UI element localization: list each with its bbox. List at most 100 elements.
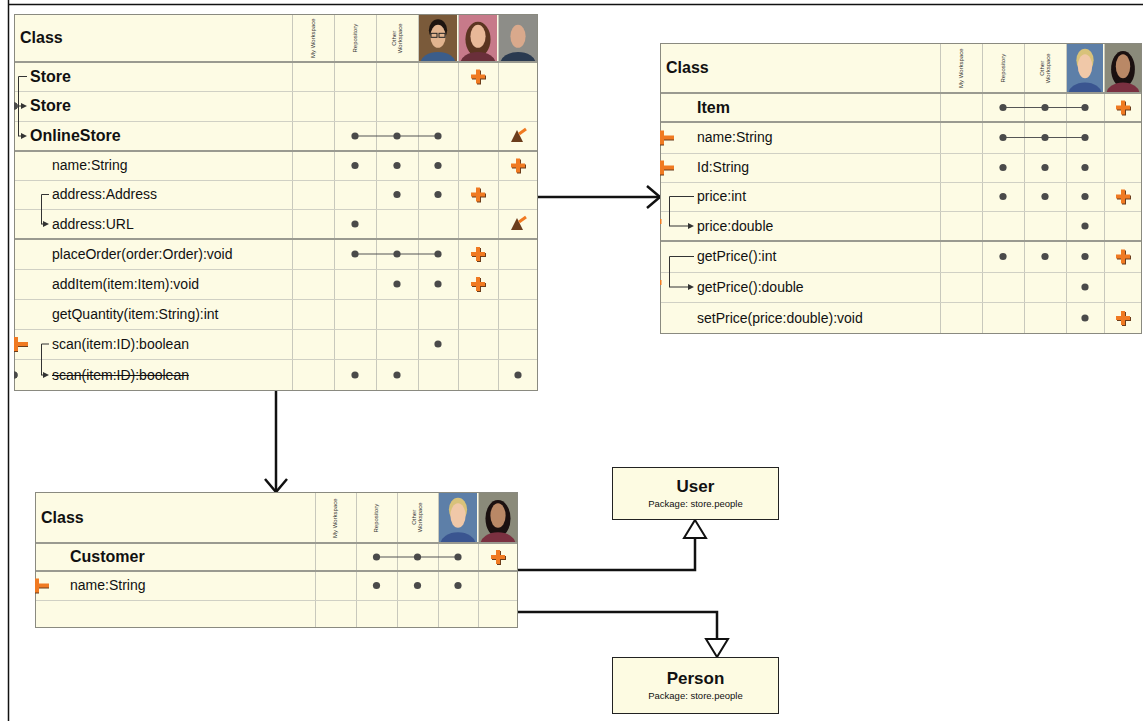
face <box>430 25 445 48</box>
column-line <box>356 492 357 628</box>
rename-bracket <box>669 226 690 227</box>
column-header: My Workspace <box>332 496 338 539</box>
row-line <box>35 542 518 544</box>
rename-bracket <box>670 197 695 227</box>
version-dot <box>1041 104 1048 111</box>
column-line <box>1066 43 1067 334</box>
member-name: setPrice(price:double):void <box>697 302 863 334</box>
row-line <box>14 91 538 92</box>
version-dot <box>1081 253 1088 260</box>
bracket-arrowhead <box>21 103 27 109</box>
member-name: name:String <box>52 151 127 180</box>
added-mark <box>471 252 485 256</box>
rename-bracket <box>669 287 690 288</box>
version-dot <box>1081 164 1088 171</box>
version-dot <box>1041 253 1048 260</box>
version-dot <box>14 102 18 109</box>
version-dot <box>1081 134 1088 141</box>
glasses <box>439 33 445 37</box>
inheritance-head <box>706 639 728 657</box>
shoulders <box>501 52 536 74</box>
class-box: UserPackage: store.people <box>612 467 779 520</box>
class-table: ClassMy WorkspaceRepositoryOther Workspa… <box>660 43 1142 334</box>
avatar-photo <box>1067 44 1103 106</box>
member-name: Id:String <box>697 153 749 182</box>
version-dot <box>434 132 441 139</box>
version-dot <box>1041 193 1048 200</box>
column-line <box>438 492 439 628</box>
class-name: Store <box>30 62 71 91</box>
version-dot <box>454 553 461 560</box>
version-dot <box>434 250 441 257</box>
column-header: Repository <box>1000 47 1006 89</box>
column-line <box>982 43 983 334</box>
member-name: address:Address <box>52 180 157 209</box>
added-mark <box>14 342 28 346</box>
member-name: name:String <box>70 571 145 600</box>
row-line <box>660 153 1142 154</box>
added-mark <box>471 193 485 197</box>
version-dot <box>14 371 18 378</box>
rename-bracket <box>42 195 50 225</box>
bracket-arrowhead <box>43 372 49 378</box>
table-header: Class <box>41 492 84 543</box>
row-line <box>660 272 1142 273</box>
version-dot <box>454 582 461 589</box>
row-line <box>14 299 538 300</box>
added-mark <box>471 75 485 79</box>
version-dot <box>393 162 400 169</box>
table-header: Class <box>666 43 709 93</box>
row-line <box>660 182 1142 183</box>
bracket-arrowhead <box>21 133 27 139</box>
added-mark <box>491 555 505 559</box>
member-name: getPrice():double <box>697 272 804 302</box>
version-dot <box>434 340 441 347</box>
row-line <box>14 150 538 152</box>
class-table: ClassMy WorkspaceRepositoryOther Workspa… <box>14 14 538 391</box>
member-name: getPrice():int <box>697 241 776 272</box>
table-header: Class <box>20 14 63 62</box>
member-name: scan(item:ID):boolean <box>52 329 189 359</box>
class-title: User <box>677 477 715 497</box>
row-line <box>14 238 538 240</box>
column-header: Other Workspace <box>411 496 424 539</box>
version-dot <box>351 250 358 257</box>
version-dot <box>414 553 421 560</box>
row-line <box>14 329 538 330</box>
version-dot <box>393 191 400 198</box>
shoulders <box>1068 82 1101 105</box>
connector <box>265 391 287 492</box>
column-header: Repository <box>373 496 379 539</box>
package-label: Package: store.people <box>648 497 743 510</box>
added-mark <box>1116 255 1130 259</box>
member-name: addItem(item:Item):void <box>52 269 199 299</box>
column-line <box>458 14 459 391</box>
version-dot <box>393 280 400 287</box>
connector <box>518 612 728 657</box>
connector <box>518 520 706 570</box>
column-line <box>376 14 377 391</box>
column-line <box>334 14 335 391</box>
rename-bracket <box>42 344 50 375</box>
column-line <box>498 14 499 391</box>
member-name: name:String <box>697 122 772 153</box>
face <box>510 25 525 48</box>
column-header: My Workspace <box>958 47 964 89</box>
hair <box>1111 51 1135 87</box>
avatar-photo <box>479 493 517 556</box>
face <box>450 503 465 528</box>
version-dot <box>393 371 400 378</box>
table-border <box>15 15 538 391</box>
bracket-arrowhead <box>688 284 694 290</box>
rename-bracket <box>19 77 28 137</box>
arrowhead <box>265 479 287 492</box>
table-border <box>661 44 1142 334</box>
version-dot <box>999 104 1006 111</box>
avatar-photo <box>419 15 457 74</box>
inheritance-head <box>684 520 706 538</box>
version-dot <box>1081 222 1088 229</box>
member-name: address:URL <box>52 209 134 239</box>
row-line <box>14 269 538 270</box>
connector-line <box>538 196 660 199</box>
member-name: scan(item:ID):boolean <box>52 359 189 391</box>
